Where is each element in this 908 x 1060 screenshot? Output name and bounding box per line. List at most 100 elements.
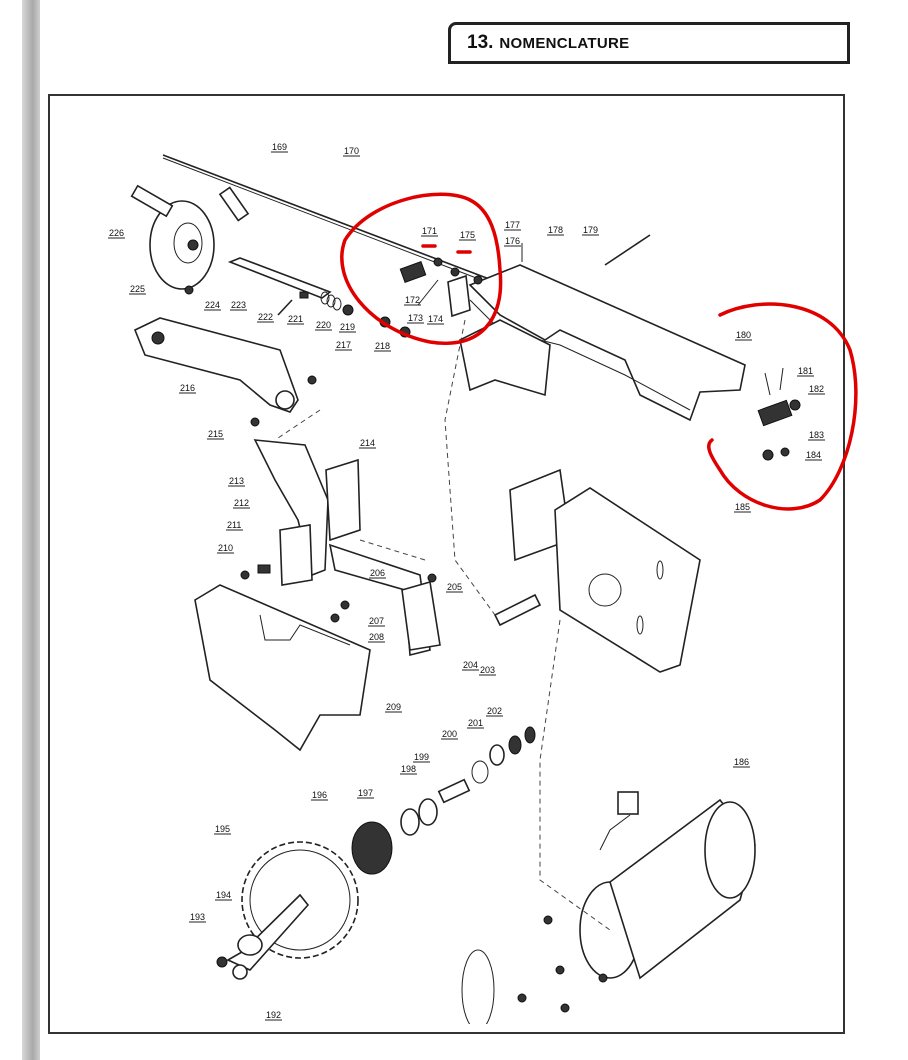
annotation-circle-171-175 bbox=[340, 192, 503, 345]
part-label-196: 196 bbox=[312, 790, 327, 800]
part-label-193: 193 bbox=[190, 912, 205, 922]
part-label-219: 219 bbox=[340, 322, 355, 332]
part-label-179: 179 bbox=[583, 225, 598, 235]
part-label-169: 169 bbox=[272, 142, 287, 152]
part-label-173: 173 bbox=[408, 313, 423, 323]
part-label-213: 213 bbox=[229, 476, 244, 486]
page-edge-rail bbox=[22, 0, 40, 1060]
part-label-184: 184 bbox=[806, 450, 821, 460]
handle-169 bbox=[218, 186, 250, 222]
ring-200 bbox=[471, 760, 489, 784]
part-label-194: 194 bbox=[216, 890, 231, 900]
section-number: 13. bbox=[467, 32, 494, 53]
part-label-178: 178 bbox=[548, 225, 563, 235]
bracket-174 bbox=[447, 274, 471, 318]
plate-212 bbox=[279, 524, 313, 586]
part-label-207: 207 bbox=[369, 616, 384, 626]
screw-181 bbox=[779, 367, 784, 391]
part-label-192: 192 bbox=[266, 1010, 281, 1020]
part-label-217: 217 bbox=[336, 340, 351, 350]
plate-178-lower bbox=[459, 319, 551, 397]
part-label-210: 210 bbox=[218, 543, 233, 553]
manual-page: 13. NOMENCLATURE bbox=[22, 0, 858, 1060]
part-label-205: 205 bbox=[447, 582, 462, 592]
part-label-204: 204 bbox=[463, 660, 478, 670]
part-label-203: 203 bbox=[480, 665, 495, 675]
part-label-211: 211 bbox=[227, 520, 241, 530]
screw-173 bbox=[417, 279, 439, 306]
section-header: 13. NOMENCLATURE bbox=[448, 22, 850, 64]
shaft-199 bbox=[437, 778, 471, 804]
screw-180 bbox=[764, 372, 771, 396]
washer-201 bbox=[489, 744, 505, 766]
part-label-221: 221 bbox=[288, 314, 303, 324]
nut-202 bbox=[508, 735, 522, 755]
part-label-216: 216 bbox=[180, 383, 195, 393]
part-label-182: 182 bbox=[809, 384, 824, 394]
part-label-177: 177 bbox=[505, 220, 520, 230]
part-label-202: 202 bbox=[487, 706, 502, 716]
part-label-199: 199 bbox=[414, 752, 429, 762]
screw-210 bbox=[240, 570, 250, 580]
rod-170 bbox=[162, 154, 506, 286]
part-label-206: 206 bbox=[370, 568, 385, 578]
part-label-215: 215 bbox=[208, 429, 223, 439]
bearing-198b bbox=[418, 798, 438, 826]
nut-171 bbox=[433, 257, 443, 267]
nut-217 bbox=[307, 375, 317, 385]
pulley-196 bbox=[351, 821, 393, 875]
part-label-209: 209 bbox=[386, 702, 401, 712]
nut-208 bbox=[330, 613, 340, 623]
part-label-225: 225 bbox=[130, 284, 145, 294]
nut-205 bbox=[427, 573, 437, 583]
part-label-197: 197 bbox=[358, 788, 373, 798]
part-label-220: 220 bbox=[316, 320, 331, 330]
part-label-195: 195 bbox=[215, 824, 230, 834]
handwheel-225 bbox=[149, 200, 215, 290]
part-label-174: 174 bbox=[428, 314, 443, 324]
part-label-208: 208 bbox=[369, 632, 384, 642]
shaft-223 bbox=[227, 257, 332, 299]
bracket-206 bbox=[328, 543, 431, 657]
belt bbox=[461, 949, 495, 1024]
pin-221 bbox=[299, 291, 309, 299]
part-label-222: 222 bbox=[258, 312, 273, 322]
section-title: NOMENCLATURE bbox=[499, 34, 630, 52]
plate-214 bbox=[325, 458, 361, 542]
nut-224 bbox=[184, 285, 194, 295]
part-label-185: 185 bbox=[735, 502, 750, 512]
part-label-183: 183 bbox=[809, 430, 824, 440]
connector-box bbox=[617, 791, 639, 815]
nut-182 bbox=[789, 399, 801, 411]
cover-209 bbox=[194, 584, 371, 752]
nut-193 bbox=[216, 956, 228, 968]
bracket-178 bbox=[468, 264, 746, 422]
part-label-214: 214 bbox=[360, 438, 375, 448]
screw-215 bbox=[250, 417, 260, 427]
shaft-226 bbox=[130, 184, 174, 218]
screw-175 bbox=[473, 275, 483, 285]
spring-220 bbox=[320, 291, 342, 311]
nut-184 bbox=[780, 447, 790, 457]
block-183 bbox=[757, 399, 793, 427]
part-label-226: 226 bbox=[109, 228, 124, 238]
part-label-180: 180 bbox=[736, 330, 751, 340]
part-label-170: 170 bbox=[344, 146, 359, 156]
part-label-218: 218 bbox=[375, 341, 390, 351]
pin-222 bbox=[277, 299, 293, 316]
part-label-181: 181 bbox=[798, 366, 813, 376]
annotation-circle-180-184 bbox=[707, 302, 858, 511]
block-211 bbox=[257, 564, 271, 574]
part-label-198: 198 bbox=[401, 764, 416, 774]
part-label-171: 171 bbox=[422, 226, 437, 236]
part-label-186: 186 bbox=[734, 757, 749, 767]
pin-179 bbox=[604, 234, 651, 266]
washer-192 bbox=[232, 964, 248, 980]
part-label-212: 212 bbox=[234, 498, 249, 508]
washer-207 bbox=[340, 600, 350, 610]
bearing-198 bbox=[400, 808, 420, 836]
part-label-172: 172 bbox=[405, 295, 420, 305]
part-label-223: 223 bbox=[231, 300, 246, 310]
